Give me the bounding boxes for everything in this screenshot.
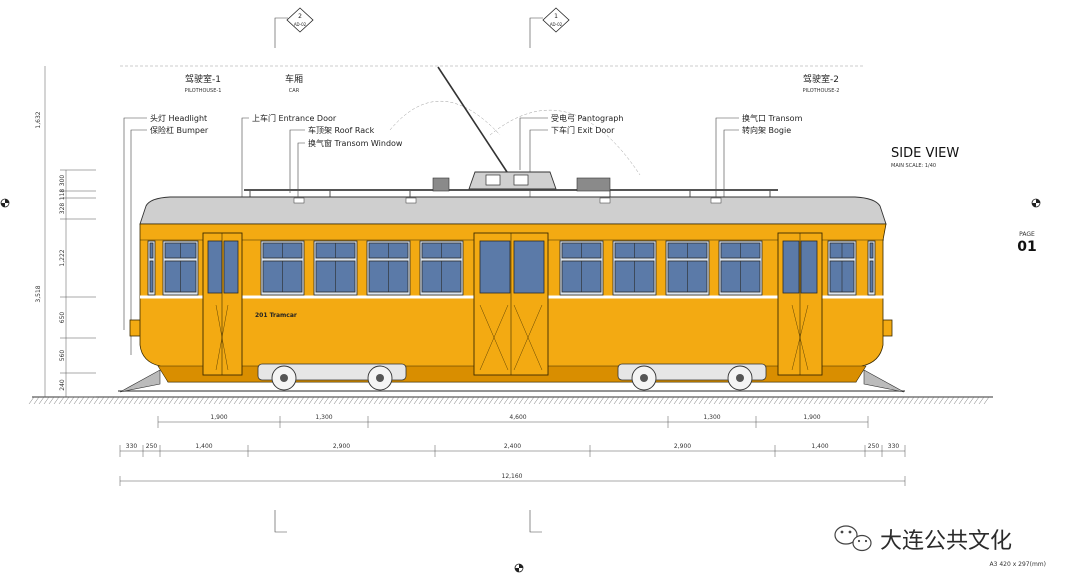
callout-bumper: 保险杠 Bumper xyxy=(150,125,209,135)
section-cut-line-2 xyxy=(274,510,287,533)
window xyxy=(612,240,657,296)
dim-vertical-segment: 300 xyxy=(59,175,66,187)
callout-roof-rack: 车顶架 Roof Rack xyxy=(308,125,375,135)
paper-size: A3 420 x 297(mm) xyxy=(990,561,1046,568)
ground-line xyxy=(28,396,993,405)
watermark: 大连公共文化 xyxy=(834,525,1012,554)
door-left xyxy=(202,232,243,376)
page-number: 01 xyxy=(1017,239,1036,255)
bogie-left xyxy=(257,363,407,391)
cowcatcher-right xyxy=(863,369,905,393)
leader-headlight xyxy=(123,117,147,330)
dim-horizontal-segment: 1,300 xyxy=(315,414,332,421)
dim-vertical-top: 1,632 xyxy=(35,111,42,128)
section-marker-2: 2 AD-02 xyxy=(274,7,314,48)
door-center xyxy=(473,232,549,376)
leader-bumper xyxy=(130,129,147,355)
register-mark-bottom xyxy=(514,563,524,573)
section-cut-line-1 xyxy=(529,510,542,533)
dim-vertical-segment: 650 xyxy=(59,312,66,324)
dim-horizontal-segment: 2,400 xyxy=(504,443,521,450)
dim-horizontal-segment: 2,900 xyxy=(333,443,350,450)
view-scale: MAIN SCALE: 1/40 xyxy=(891,163,936,169)
car-title: 车厢 xyxy=(285,73,303,85)
pantograph xyxy=(437,66,557,190)
dim-horizontal-segment: 1,300 xyxy=(703,414,720,421)
window xyxy=(827,240,857,296)
section-number: 2 xyxy=(298,13,302,20)
window xyxy=(419,240,464,296)
window xyxy=(313,240,358,296)
register-mark-left xyxy=(0,198,10,208)
roof-vents xyxy=(293,197,722,204)
section-marker-1: 1 AD-02 xyxy=(529,7,570,48)
section-reference: AD-02 xyxy=(294,22,307,27)
window xyxy=(867,240,876,296)
pilothouse-1-subtitle: PILOTHOUSE-1 xyxy=(185,88,222,94)
section-reference: AD-02 xyxy=(550,22,563,27)
callout-bogie: 转向架 Bogie xyxy=(742,125,791,135)
page-label: PAGE xyxy=(1019,231,1035,238)
window xyxy=(260,240,305,296)
bogie-right xyxy=(617,363,767,391)
register-mark-right xyxy=(1031,198,1041,208)
section-number: 1 xyxy=(554,13,558,20)
pantograph-arc-right xyxy=(489,109,641,176)
dim-horizontal-segment: 330 xyxy=(888,443,900,450)
roof-rack-posts xyxy=(249,190,771,197)
pilothouse-1-title: 驾驶室-1 xyxy=(185,73,221,85)
callout-pantograph: 受电弓 Pantograph xyxy=(551,113,623,123)
dim-vertical-total: 3,518 xyxy=(35,285,42,302)
roof-box xyxy=(576,177,611,192)
vertical-dimensions: 1,632 3,518 300 118 328 1,222 650 560 240 xyxy=(35,66,96,398)
callout-entrance-door: 上车门 Entrance Door xyxy=(252,113,337,123)
wechat-icon xyxy=(834,525,872,552)
dim-horizontal-segment: 250 xyxy=(868,443,880,450)
roof xyxy=(139,196,887,225)
window xyxy=(162,240,199,296)
dim-vertical-segment: 328 xyxy=(59,203,66,215)
leader-roof-rack xyxy=(289,129,305,193)
window xyxy=(559,240,604,296)
view-title: SIDE VIEW xyxy=(891,146,959,161)
leader-transom xyxy=(715,117,739,200)
window xyxy=(718,240,763,296)
leader-pantograph xyxy=(519,117,548,170)
window xyxy=(665,240,710,296)
callout-exit-door: 下车门 Exit Door xyxy=(551,125,615,135)
dim-horizontal-segment: 1,400 xyxy=(195,443,212,450)
pilothouse-2-subtitle: PILOTHOUSE-2 xyxy=(803,88,840,94)
dim-horizontal-segment: 330 xyxy=(126,443,138,450)
horizontal-dimensions: 1,900 1,300 4,600 1,300 1,900 330 250 1,400 2,9… xyxy=(119,414,906,486)
dim-horizontal-segment: 1,900 xyxy=(210,414,227,421)
car-subtitle: CAR xyxy=(289,88,300,94)
dim-horizontal-segment: 1,400 xyxy=(811,443,828,450)
callout-headlight: 头灯 Headlight xyxy=(150,113,207,123)
dim-total-length: 12,160 xyxy=(502,473,523,480)
roof-bell xyxy=(432,177,450,192)
pantograph-arc-left xyxy=(389,100,501,136)
dim-vertical-segment: 560 xyxy=(59,350,66,362)
cowcatcher-left xyxy=(119,369,161,393)
dim-vertical-segment: 1,222 xyxy=(59,249,66,266)
window xyxy=(366,240,411,296)
callout-transom-window: 换气窗 Transom Window xyxy=(308,138,403,148)
pilothouse-2-title: 驾驶室-2 xyxy=(803,73,839,85)
car-number-label: 201 Tramcar xyxy=(255,312,297,319)
window xyxy=(147,240,156,296)
window-row xyxy=(147,240,876,296)
dim-vertical-segment: 118 xyxy=(59,189,66,201)
dim-horizontal-segment: 1,900 xyxy=(803,414,820,421)
watermark-text: 大连公共文化 xyxy=(880,529,1012,554)
dim-horizontal-segment: 250 xyxy=(146,443,158,450)
dim-horizontal-segment: 4,600 xyxy=(509,414,526,421)
callout-transom: 换气口 Transom xyxy=(742,113,803,123)
tram-car: 201 Tramcar xyxy=(119,66,905,393)
door-right xyxy=(777,232,823,376)
dim-horizontal-segment: 2,900 xyxy=(674,443,691,450)
dim-vertical-segment: 240 xyxy=(59,379,66,391)
